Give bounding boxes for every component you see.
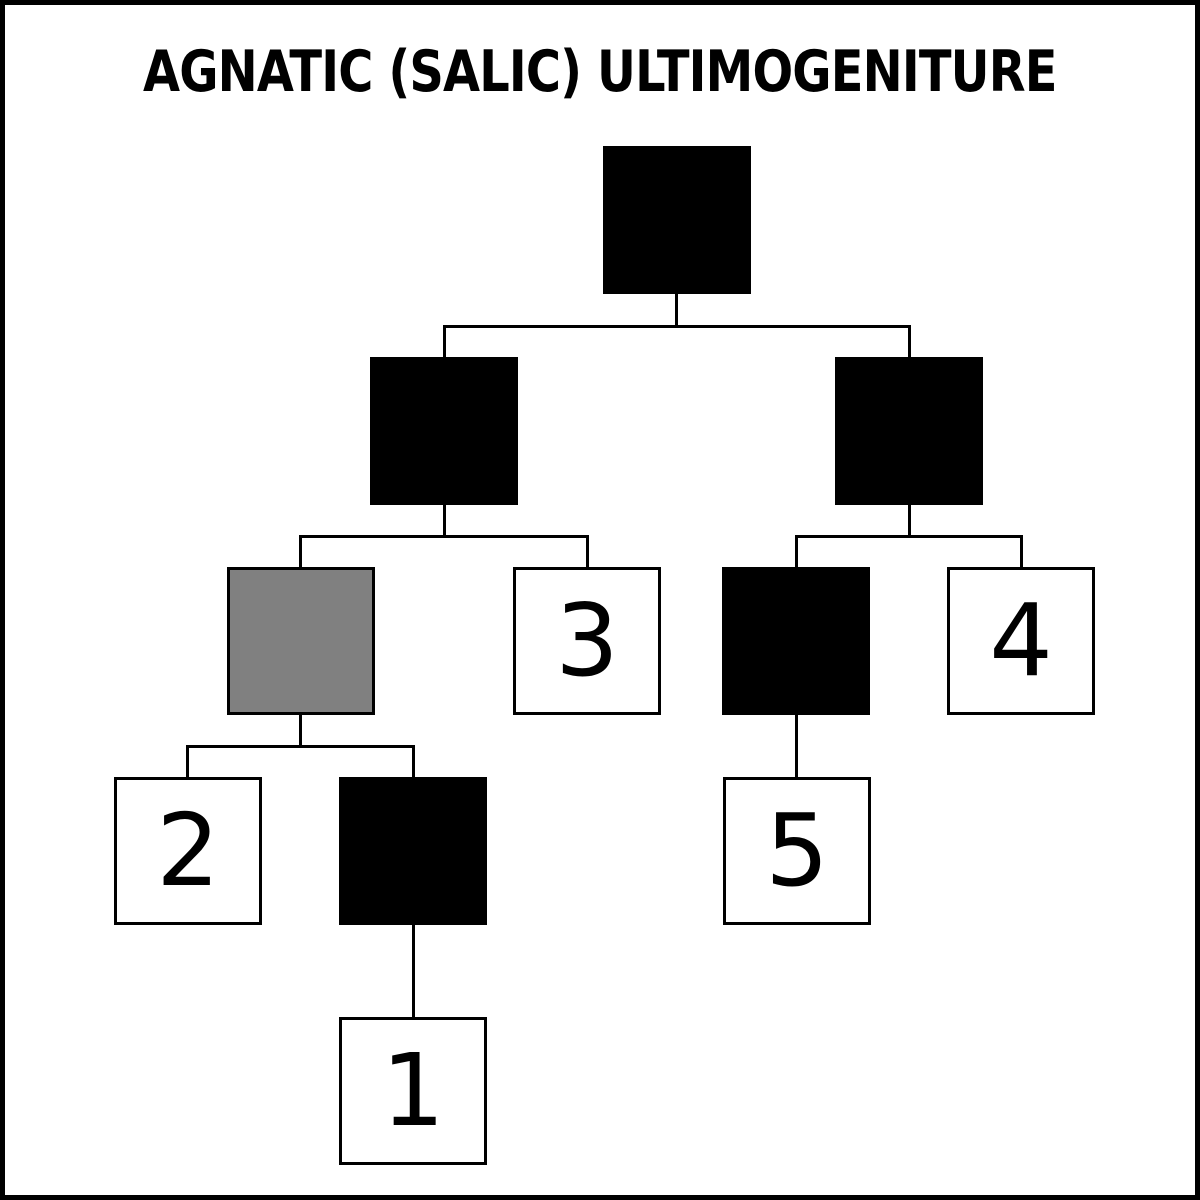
connector-drop-gray-node	[299, 535, 302, 569]
page-title: AGNATIC (SALIC) ULTIMOGENITURE	[143, 39, 1057, 105]
node-younger-son	[835, 357, 983, 505]
node-ancestor	[603, 146, 751, 294]
node-elder-son-elder-child	[227, 567, 375, 715]
connector-gen3-left-bar	[299, 535, 589, 538]
node-heir-2: 2	[114, 777, 262, 925]
connector-gray-node-stem	[299, 713, 302, 748]
node-gray-younger-child	[339, 777, 487, 925]
connector-drop-heir-2	[186, 745, 189, 779]
node-elder-son	[370, 357, 518, 505]
connector-gen3-black-to-heir-5	[795, 713, 798, 779]
connector-root-stem	[675, 294, 678, 327]
connector-gen4-black-to-heir-1	[412, 923, 415, 1019]
node-heir-3: 3	[513, 567, 661, 715]
node-heir-1: 1	[339, 1017, 487, 1165]
connector-younger-son-stem	[908, 503, 911, 538]
connector-drop-gen3-black	[795, 535, 798, 569]
connector-drop-gen4-black	[412, 745, 415, 779]
connector-elder-son-stem	[443, 503, 446, 538]
connector-drop-heir-4	[1020, 535, 1023, 569]
connector-gen3-right-bar	[795, 535, 1023, 538]
node-heir-5: 5	[723, 777, 871, 925]
connector-drop-younger-son	[908, 325, 911, 359]
title-container: AGNATIC (SALIC) ULTIMOGENITURE	[5, 39, 1195, 105]
connector-drop-heir-3	[586, 535, 589, 569]
connector-gen4-bar	[186, 745, 415, 748]
connector-gen2-bar	[443, 325, 911, 328]
node-younger-son-elder-child	[722, 567, 870, 715]
connector-drop-elder-son	[443, 325, 446, 359]
node-heir-4: 4	[947, 567, 1095, 715]
